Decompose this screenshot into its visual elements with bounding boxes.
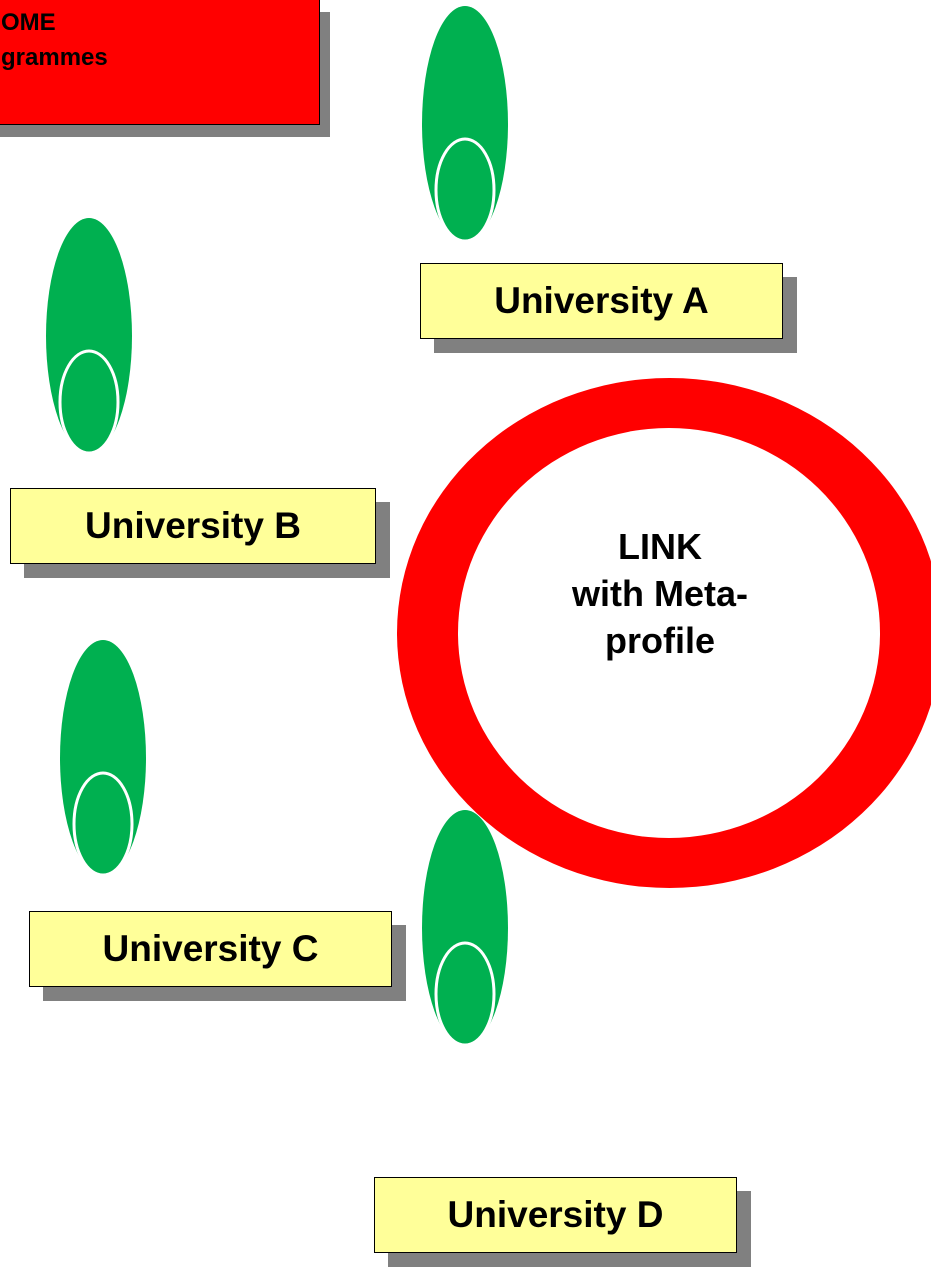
link-text: LINK with Meta- profile bbox=[560, 524, 760, 664]
university-a-label: University A bbox=[420, 263, 783, 339]
link-text-line2: with Meta- bbox=[572, 572, 748, 614]
link-text-line1: LINK bbox=[618, 526, 702, 567]
link-ring-center bbox=[458, 428, 880, 838]
top-box-line1: OME bbox=[1, 9, 56, 36]
person-icon bbox=[60, 640, 146, 877]
person-icon bbox=[422, 6, 508, 243]
top-programmes-box: OME grammes bbox=[0, 0, 320, 125]
person-icon bbox=[46, 218, 132, 455]
top-box-line2: grammes bbox=[1, 43, 108, 71]
university-d-label: University D bbox=[374, 1177, 737, 1253]
person-icon bbox=[422, 810, 508, 1047]
university-c-label: University C bbox=[29, 911, 392, 987]
university-b-label: University B bbox=[10, 488, 376, 564]
link-text-line3: profile bbox=[604, 619, 715, 661]
